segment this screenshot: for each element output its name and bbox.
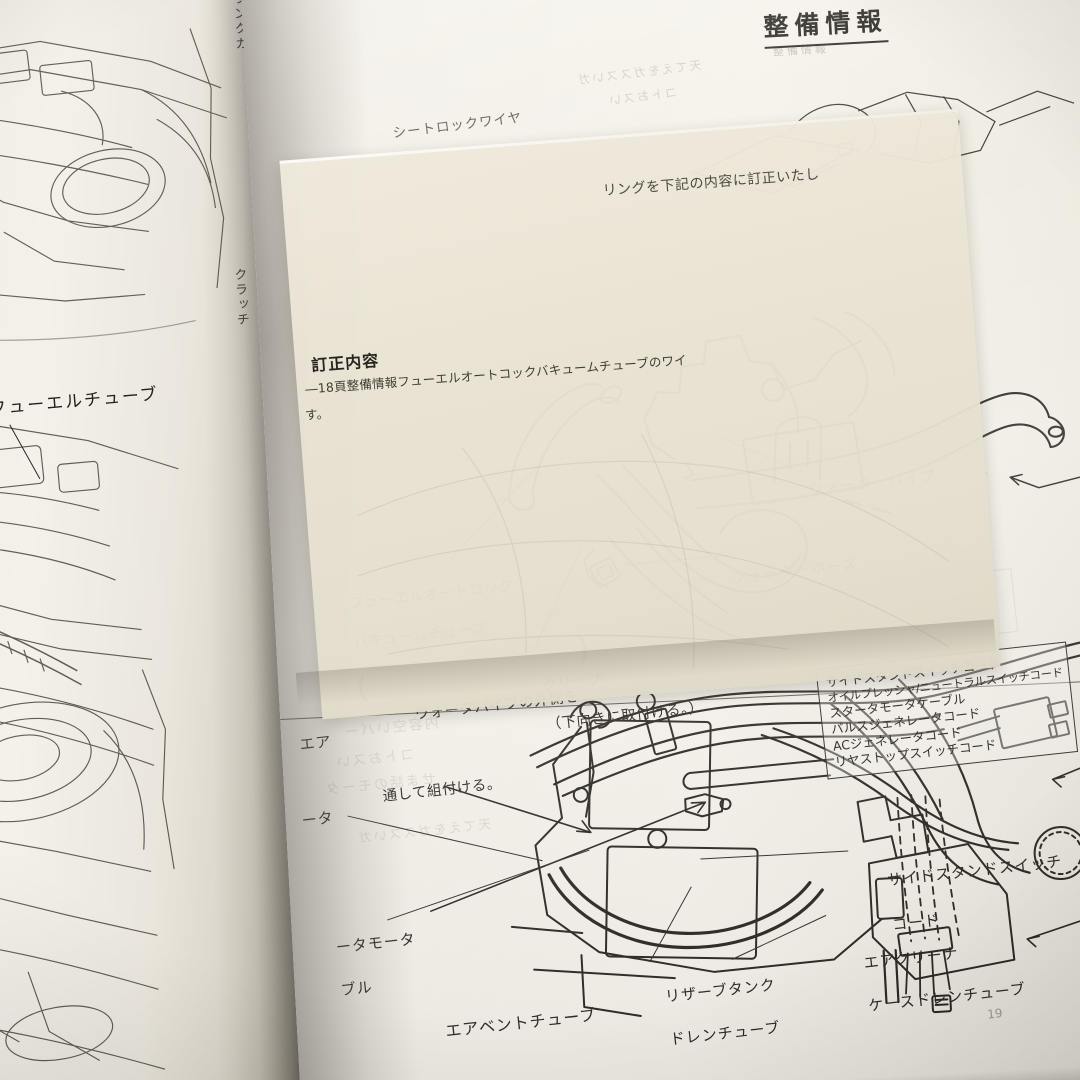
label-reserve-tank-drain-tube: リザーブタンク ドレンチューブ bbox=[627, 953, 784, 1077]
page-number: 19 bbox=[986, 1006, 1004, 1022]
errata-body-line-2: す。 bbox=[304, 405, 330, 423]
errata-line-top: リングを下記の内容に訂正いたし bbox=[602, 166, 821, 200]
errata-heading: 訂正内容 bbox=[310, 350, 380, 376]
left-page-linework bbox=[0, 0, 311, 1080]
page-header-title: 整備情報 bbox=[762, 1, 889, 49]
side-stand-line-2: コード bbox=[891, 910, 941, 934]
errata-showthrough-art bbox=[342, 411, 959, 706]
side-stand-line-1: サイドスタンドスイッチ bbox=[886, 851, 1064, 889]
reserve-tank-line-2: ドレンチューブ bbox=[669, 1018, 782, 1049]
book-left-page: フューエルチューブ ランクガ クラッチ bbox=[0, 0, 312, 1080]
label-side-stand-switch-cord: サイドスタンドスイッチ コード bbox=[849, 827, 1071, 962]
engine-wiring-harness-diagram bbox=[398, 636, 1080, 1057]
air-cleaner-line-2: ケースドレンチューブ bbox=[867, 980, 1027, 1016]
reserve-tank-line-1: リザーブタンク bbox=[664, 975, 777, 1006]
errata-slip: リングを下記の内容に訂正いたし 訂正内容 ―18頁整備情報フューエルオートコック… bbox=[279, 108, 1001, 720]
